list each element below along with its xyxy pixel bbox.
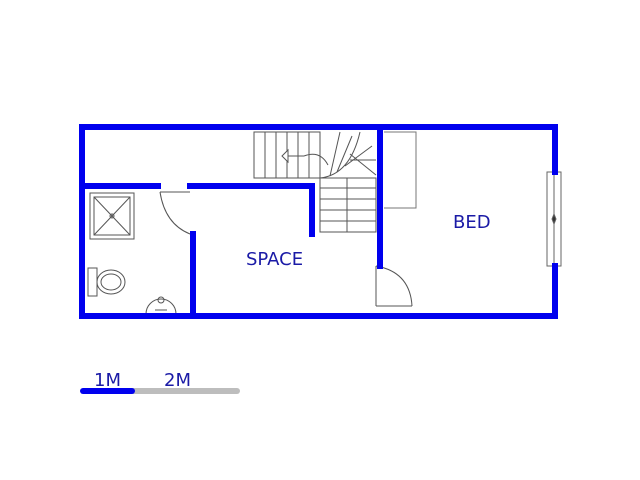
scale-label-1m: 1M xyxy=(94,370,121,391)
room-label-bed: BED xyxy=(453,212,491,233)
toilet-icon xyxy=(87,267,126,297)
bathroom-door[interactable] xyxy=(159,191,191,235)
room-label-space: SPACE xyxy=(246,249,303,270)
shower-icon xyxy=(89,192,135,240)
bedroom-window xyxy=(546,171,562,267)
bedroom-door[interactable] xyxy=(375,265,413,307)
basin-icon xyxy=(145,296,177,315)
stair-arrow-icon xyxy=(281,148,289,164)
bedroom-cupboard xyxy=(384,131,417,209)
scale-bar: 1M 2M xyxy=(80,370,240,394)
scale-label-2m: 2M xyxy=(164,370,191,391)
walls xyxy=(79,124,558,319)
staircase xyxy=(253,131,377,233)
